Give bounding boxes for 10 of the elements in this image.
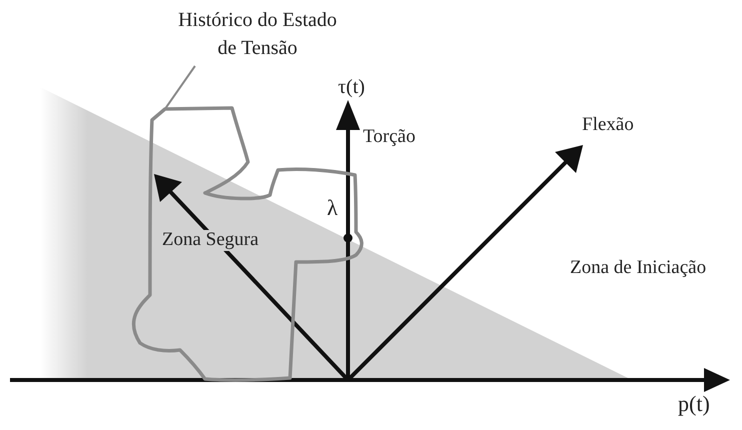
stress-history-curve <box>132 106 364 382</box>
axis-label: τ(t) <box>337 76 366 98</box>
point-label: λ <box>326 196 339 220</box>
vector-label: Torção <box>362 127 416 148</box>
zone-label: Zona de Iniciação <box>569 258 708 279</box>
zone-label: Zona Segura <box>160 230 261 251</box>
annotation-text: Histórico do Estado de Tensão <box>175 6 340 62</box>
vector-label: Flexão <box>581 115 635 136</box>
axis-label: p(t) <box>677 392 711 416</box>
leader-line <box>164 65 196 110</box>
